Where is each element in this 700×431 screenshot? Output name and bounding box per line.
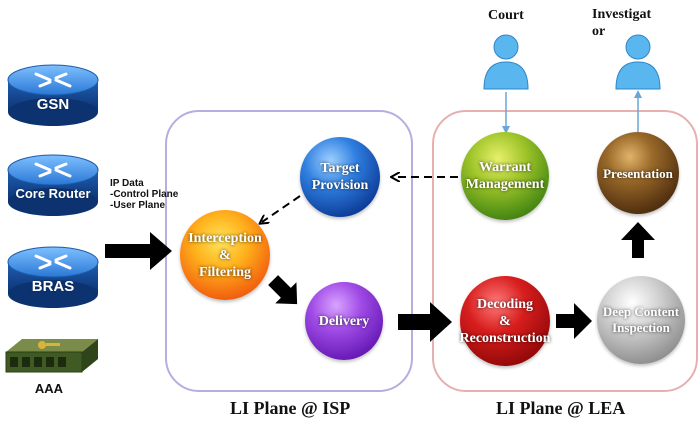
target-provision-node: Target Provision <box>300 137 380 217</box>
dpi-to-presentation-arrow <box>621 222 655 258</box>
aaa-server-icon <box>5 339 98 373</box>
isp-plane-label: LI Plane @ ISP <box>230 398 351 418</box>
intercept-line2: & <box>219 247 231 263</box>
core-router-label: Core Router <box>15 186 91 201</box>
court-label: Court <box>488 8 524 23</box>
deep-content-inspection-node: Deep Content Inspection <box>597 276 685 364</box>
ipdata-arrow <box>105 232 172 270</box>
warrant-line1: Warrant <box>478 160 532 175</box>
decoding-line2: & <box>499 313 511 329</box>
warrant-line2: Management <box>465 177 545 192</box>
decoding-line3: Reconstruction <box>459 330 551 346</box>
ip-data-control: -Control Plane <box>110 189 179 200</box>
bras-label: BRAS <box>31 278 75 295</box>
interception-filtering-node: Interception & Filtering <box>180 210 270 300</box>
court-person-icon <box>483 34 529 90</box>
dpi-line2: Inspection <box>612 320 670 335</box>
investigator-line2: or <box>592 24 606 39</box>
ip-data-user: -User Plane <box>110 200 166 211</box>
decoding-line1: Decoding <box>477 296 533 312</box>
intercept-line1: Interception <box>188 230 262 246</box>
delivery-label: Delivery <box>318 313 370 329</box>
decoding-to-dpi-arrow <box>556 303 592 339</box>
warrant-management-node: Warrant Management <box>461 132 549 220</box>
intercept-to-delivery-arrow <box>268 275 298 305</box>
investigator-label: Investigat or <box>592 6 651 40</box>
router-icon <box>7 246 99 308</box>
gsn-label: GSN <box>36 96 70 113</box>
router-icon <box>7 154 99 216</box>
presentation-node: Presentation <box>597 132 679 214</box>
ip-data-text: IP Data -Control Plane -User Plane <box>110 178 178 211</box>
presentation-label: Presentation <box>603 165 673 181</box>
lea-plane-label: LI Plane @ LEA <box>496 398 626 418</box>
aaa-label: AAA <box>34 381 64 396</box>
lea-plane-box <box>432 110 698 392</box>
dpi-line1: Deep Content <box>602 304 680 319</box>
target-line1: Target <box>320 161 360 176</box>
investigator-person-icon <box>615 34 661 90</box>
ip-data-title: IP Data <box>110 178 144 189</box>
delivery-node: Delivery <box>305 282 383 360</box>
target-to-intercept-dashed <box>262 195 301 222</box>
intercept-line3: Filtering <box>198 264 252 280</box>
bras-router: BRAS <box>6 244 100 310</box>
target-line2: Provision <box>311 178 369 193</box>
delivery-to-decoding-arrow <box>398 302 452 342</box>
decoding-reconstruction-node: Decoding & Reconstruction <box>459 276 551 366</box>
core-router: Core Router <box>6 152 100 218</box>
investigator-line1: Investigat <box>592 7 652 22</box>
router-icon <box>7 64 99 126</box>
gsn-router: GSN <box>6 62 100 128</box>
